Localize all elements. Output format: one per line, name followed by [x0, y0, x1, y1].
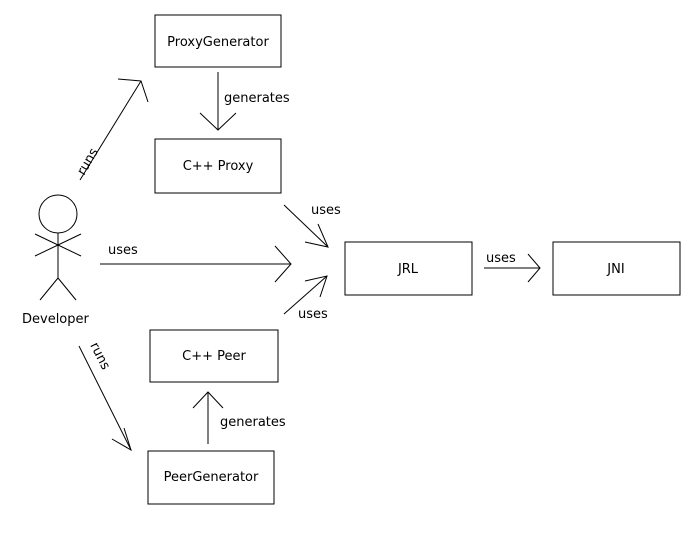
actor-left-leg — [39, 277, 59, 301]
jni-label: JNI — [606, 262, 624, 277]
cpp-proxy-label: C++ Proxy — [183, 159, 254, 174]
actor-head — [38, 194, 78, 234]
edge-label-uses-peer: uses — [298, 307, 328, 322]
peer-generator-label: PeerGenerator — [164, 470, 259, 485]
cpp-peer-box: C++ Peer — [149, 329, 279, 383]
edge-peer-generator-generates-cpp-peer — [192, 391, 224, 444]
arrowhead — [192, 391, 224, 409]
arrowhead — [274, 245, 292, 283]
actor-arms-2 — [34, 233, 82, 257]
arrowhead — [527, 253, 541, 283]
cpp-proxy-box: C++ Proxy — [154, 138, 282, 194]
edge-label-runs-bottom: runs — [86, 340, 112, 372]
proxy-generator-label: ProxyGenerator — [167, 35, 269, 50]
arrowhead — [117, 78, 149, 103]
edge-label-uses-proxy: uses — [311, 203, 341, 218]
jrl-label: JRL — [397, 262, 419, 277]
actor-right-leg — [57, 277, 77, 301]
peer-generator-box: PeerGenerator — [147, 450, 275, 505]
edge-developer-runs-proxy-generator — [79, 78, 149, 181]
cpp-peer-label: C++ Peer — [182, 349, 246, 364]
arrowhead — [111, 427, 132, 452]
arrowhead — [304, 275, 328, 298]
edge-label-generates-peer: generates — [220, 415, 286, 430]
arrowhead — [304, 223, 329, 248]
edge-cpp-proxy-uses-jrl — [283, 204, 329, 248]
edge-label-uses-jni: uses — [486, 251, 516, 266]
edge-cpp-peer-uses-jrl — [283, 275, 328, 315]
proxy-generator-box: ProxyGenerator — [154, 14, 282, 68]
jni-box: JNI — [552, 241, 681, 296]
edge-jrl-uses-jni — [484, 253, 541, 283]
edge-developer-uses-jrl — [100, 245, 292, 283]
edge-label-generates-proxy: generates — [224, 91, 290, 106]
edge-proxy-generator-generates-cpp-proxy — [199, 72, 237, 131]
jrl-box: JRL — [344, 241, 473, 296]
edge-developer-runs-peer-generator — [78, 345, 132, 452]
developer-actor — [34, 194, 82, 301]
edge-label-uses-developer: uses — [108, 243, 138, 258]
developer-label: Developer — [22, 312, 90, 327]
arrowhead — [199, 112, 237, 131]
